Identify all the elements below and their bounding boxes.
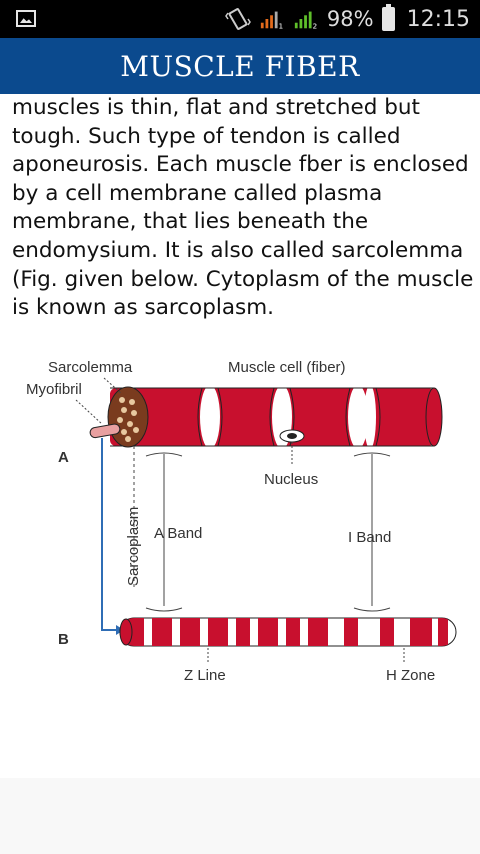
- svg-text:1: 1: [278, 21, 283, 30]
- svg-text:2: 2: [312, 21, 317, 30]
- gallery-icon: [16, 10, 36, 27]
- signal-2-icon: 2: [294, 11, 317, 30]
- label-a-band: A Band: [154, 525, 202, 542]
- label-sarcolemma: Sarcolemma: [48, 359, 133, 376]
- battery-percent: 98%: [326, 7, 374, 31]
- vibrate-icon: [225, 8, 251, 30]
- label-sarcoplasm: Sarcoplasm: [125, 507, 142, 586]
- label-h-zone: H Zone: [386, 667, 435, 684]
- battery-icon: [381, 4, 395, 31]
- status-bar: 1 2 98% 12:15: [0, 0, 480, 38]
- label-z-line: Z Line: [184, 667, 226, 684]
- label-i-band: I Band: [348, 529, 391, 546]
- page-title: MUSCLE FIBER: [120, 50, 360, 83]
- label-muscle-cell: Muscle cell (fiber): [228, 359, 346, 376]
- label-myofibril: Myofibril: [26, 381, 82, 398]
- muscle-cell-cylinder: [89, 386, 443, 448]
- status-right: 1 2 98% 12:15: [225, 4, 470, 33]
- label-nucleus: Nucleus: [264, 471, 318, 488]
- footer-area: [0, 778, 480, 854]
- label-a: A: [58, 449, 69, 466]
- myofibril-strip: [119, 617, 457, 647]
- article-paragraph: muscles is thin, flat and stretched but …: [12, 95, 474, 321]
- signal-1-icon: 1: [260, 11, 283, 30]
- app-header: MUSCLE FIBER: [0, 38, 480, 94]
- label-b: B: [58, 631, 69, 648]
- muscle-fiber-figure: Sarcolemma Myofibril Muscle cell (fiber)…: [26, 359, 457, 684]
- clock: 12:15: [406, 6, 470, 32]
